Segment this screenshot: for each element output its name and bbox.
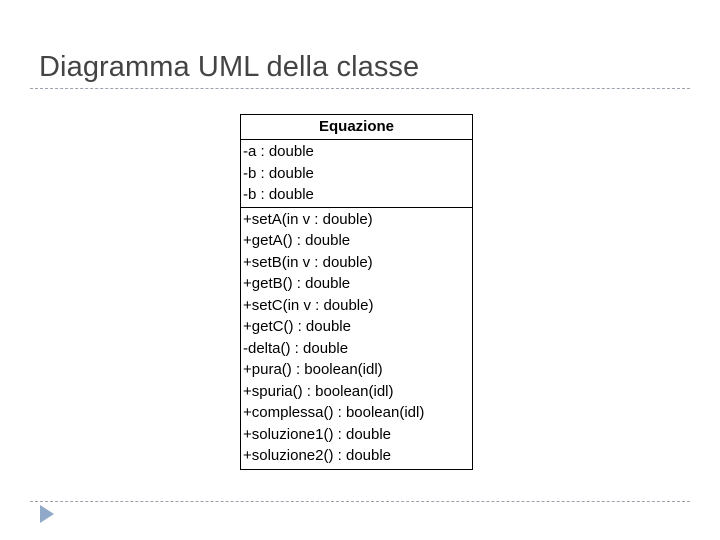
uml-attributes-compartment: -a : double -b : double -b : double bbox=[241, 139, 472, 207]
footer-divider bbox=[30, 501, 690, 502]
triangle-right-icon bbox=[40, 505, 54, 523]
uml-attribute-row: -b : double bbox=[243, 164, 314, 182]
uml-operation-row: +soluzione1() : double bbox=[243, 425, 392, 443]
uml-operation-row: +getB() : double bbox=[243, 275, 351, 292]
page-title: Diagramma UML della classe bbox=[39, 51, 420, 83]
uml-operation-row: +soluzione2() : double bbox=[243, 447, 392, 464]
uml-operation-row: +setC(in v : double) bbox=[243, 296, 374, 314]
uml-operation-row: +getC() : double bbox=[243, 318, 351, 335]
uml-operation-row: +spuria() : boolean(idl) bbox=[243, 382, 394, 400]
uml-attribute-row: -a : double bbox=[243, 143, 314, 160]
uml-class-name-compartment: Equazione bbox=[241, 115, 472, 139]
uml-operation-row: -delta() : double bbox=[243, 339, 349, 357]
uml-operation-row: +setB(in v : double) bbox=[243, 253, 373, 271]
title-divider-top bbox=[30, 88, 690, 89]
uml-operation-row: +pura() : boolean(idl) bbox=[243, 361, 383, 378]
uml-attribute-row: -b : double bbox=[243, 186, 314, 203]
uml-operation-row: +getA() : double bbox=[243, 232, 351, 249]
uml-operations-compartment: +setA(in v : double) +getA() : double +s… bbox=[241, 206, 472, 469]
uml-operation-row: +complessa() : boolean(idl) bbox=[243, 404, 425, 421]
uml-operation-row: +setA(in v : double) bbox=[243, 210, 373, 228]
uml-class-name: Equazione bbox=[318, 118, 394, 135]
uml-class-box: Equazione -a : double -b : double -b : d… bbox=[240, 114, 473, 470]
